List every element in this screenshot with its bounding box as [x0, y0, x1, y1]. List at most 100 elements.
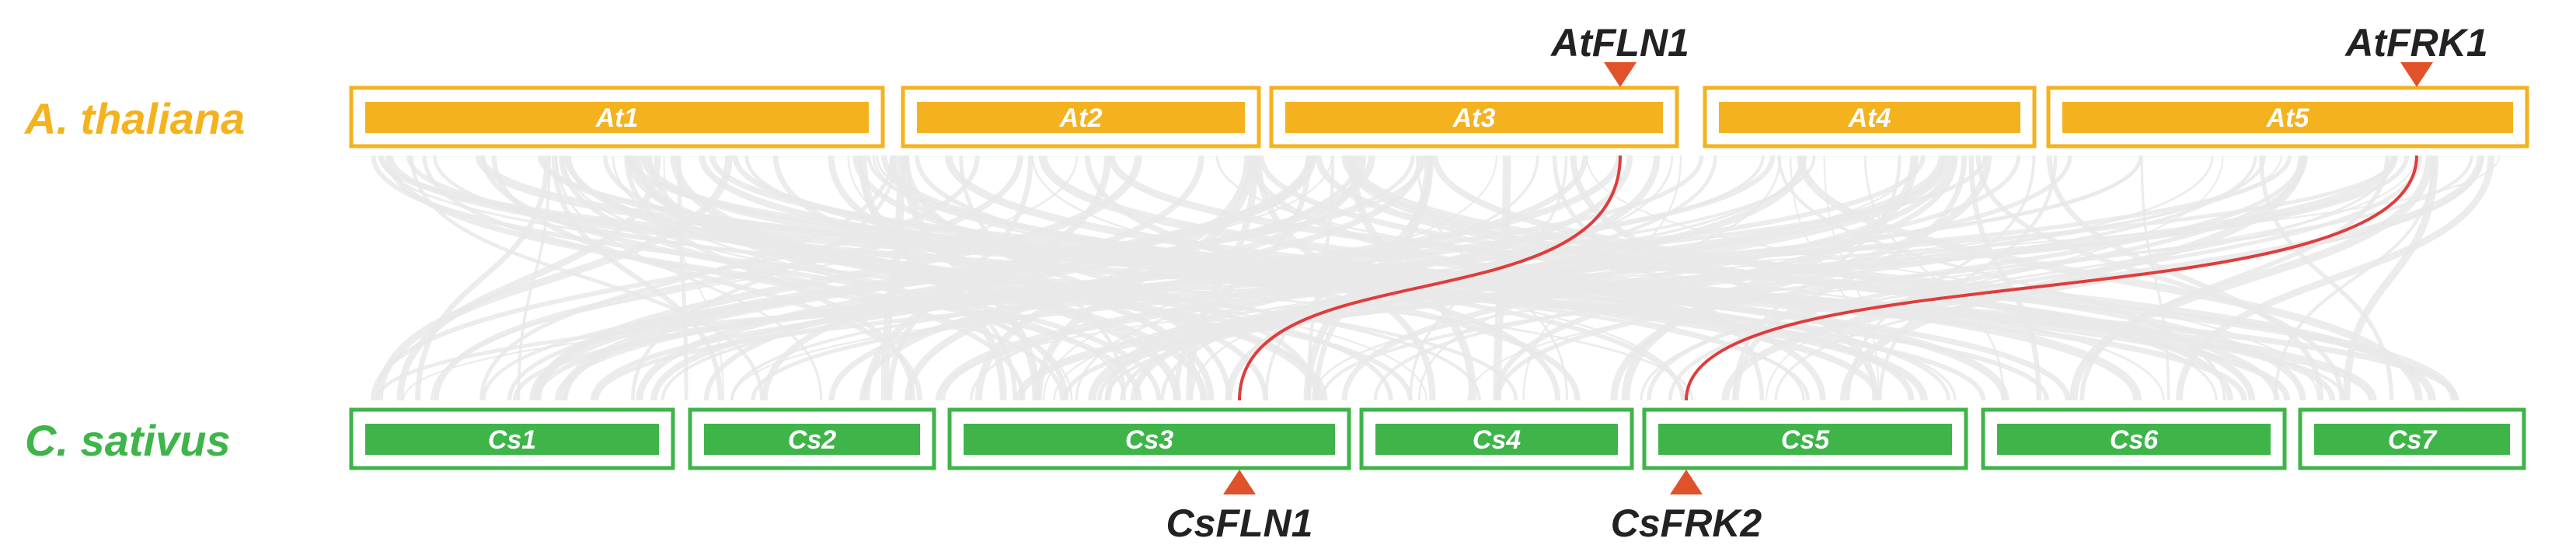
- background-link: [569, 155, 1427, 401]
- synteny-link-frk: [1685, 155, 2418, 401]
- background-link: [1264, 155, 1432, 401]
- background-link: [1968, 155, 2042, 401]
- chromosome-label: Cs2: [788, 425, 836, 455]
- synteny-link-fln1: [1238, 155, 1622, 401]
- chromosome-frame: [1981, 407, 2287, 470]
- chromosome-cs6: Cs6: [1981, 407, 2287, 470]
- gene-marker-csfrk2: [1670, 470, 1703, 494]
- chromosome-frame: [688, 407, 936, 470]
- chromosome-frame: [1359, 407, 1634, 470]
- chromosome-label: Cs3: [1125, 425, 1173, 455]
- chromosome-cs7: Cs7: [2298, 407, 2526, 470]
- chromosome-frame: [1703, 86, 2037, 148]
- background-link: [647, 155, 1068, 401]
- chromosome-frame: [2298, 407, 2526, 470]
- chromosome-frame: [947, 407, 1351, 470]
- chromosome-bar: [917, 102, 1245, 133]
- background-link: [1766, 155, 2224, 401]
- chromosome-cs5: Cs5: [1642, 407, 1968, 470]
- background-link: [624, 155, 915, 401]
- gene-marker-atfln1: [1604, 62, 1637, 87]
- chromosome-bar: [365, 424, 659, 455]
- chromosome-bar: [1375, 424, 1618, 455]
- background-link: [430, 155, 1079, 401]
- chromosome-bar: [704, 424, 920, 455]
- chromosome-frame: [1642, 407, 1968, 470]
- gene-label-csfrk2: CsFRK2: [1611, 501, 1762, 545]
- background-link: [2069, 155, 2434, 401]
- chromosome-label: At1: [595, 103, 639, 133]
- background-link: [1975, 155, 2344, 401]
- chromosome-cs1: Cs1: [349, 407, 675, 470]
- chromosome-bar: [365, 102, 869, 133]
- chromosome-label: Cs7: [2388, 425, 2438, 455]
- chromosome-bar: [2062, 102, 2513, 133]
- background-link: [900, 155, 1041, 401]
- gene-label-csfln1: CsFLN1: [1166, 501, 1313, 545]
- background-link: [1586, 155, 2320, 401]
- chromosome-at1: At1: [349, 86, 885, 148]
- background-link: [410, 155, 764, 401]
- chromosome-bar: [1285, 102, 1663, 133]
- background-link: [2176, 155, 2495, 401]
- chromosome-bar: [1997, 424, 2271, 455]
- background-link: [1352, 155, 2218, 401]
- chromosome-frame: [349, 86, 885, 148]
- gene-label-atfrk1: AtFRK1: [2344, 21, 2487, 65]
- background-link: [670, 155, 1182, 401]
- background-link: [744, 155, 1811, 401]
- background-link: [1015, 155, 2398, 401]
- background-link: [402, 155, 2501, 401]
- background-link: [558, 155, 1026, 401]
- chromosome-at3: At3: [1269, 86, 1679, 148]
- gene-marker-csfln1: [1223, 470, 1256, 494]
- gene-label-atfln1: AtFLN1: [1549, 21, 1689, 65]
- background-link: [904, 155, 1232, 401]
- species-label-a-thaliana: A. thaliana: [23, 94, 245, 143]
- species-label-c-sativus: C. sativus: [25, 416, 231, 465]
- chromosome-label: Cs5: [1781, 425, 1830, 455]
- background-link: [1493, 155, 1511, 401]
- background-link: [379, 155, 1694, 401]
- background-link: [880, 155, 905, 401]
- chromosome-label: At2: [1059, 103, 1103, 133]
- background-link: [375, 155, 2398, 401]
- chromosome-frame: [349, 407, 675, 470]
- background-link: [852, 155, 1581, 401]
- chromosome-label: At4: [1848, 103, 1891, 133]
- chromosome-label: At3: [1452, 103, 1496, 133]
- background-link: [1640, 155, 2395, 401]
- background-link: [415, 155, 550, 401]
- chromosome-at2: At2: [901, 86, 1261, 148]
- chromosome-bar: [964, 424, 1335, 455]
- background-link: [1790, 155, 1874, 401]
- background-link: [480, 155, 1162, 401]
- chromosome-bar: [1719, 102, 2020, 133]
- chromosome-frame: [901, 86, 1261, 148]
- background-synteny-links: [371, 155, 2501, 401]
- chromosome-cs4: Cs4: [1359, 407, 1634, 470]
- chromosome-bar: [2314, 424, 2510, 455]
- background-link: [1341, 155, 1955, 401]
- chromosome-cs3: Cs3: [947, 407, 1351, 470]
- chromosome-label: Cs4: [1473, 425, 1521, 455]
- chromosome-at5: At5: [2046, 86, 2529, 148]
- background-link: [905, 155, 1367, 401]
- background-link: [1823, 155, 1880, 401]
- background-link: [566, 155, 1328, 401]
- chromosome-label: At5: [2266, 103, 2310, 133]
- chromosome-frame: [2046, 86, 2529, 148]
- gene-marker-atfrk1: [2400, 62, 2433, 87]
- background-link: [1610, 155, 1992, 401]
- chromosome-label: Cs6: [2110, 425, 2159, 455]
- background-link: [1878, 155, 2058, 401]
- background-link: [1038, 155, 2142, 401]
- background-link: [375, 155, 733, 401]
- chromosome-frame: [1269, 86, 1679, 148]
- chromosome-cs2: Cs2: [688, 407, 936, 470]
- background-link: [2274, 155, 2436, 401]
- chromosome-bar: [1658, 424, 1952, 455]
- chromosome-at4: At4: [1703, 86, 2037, 148]
- chromosome-label: Cs1: [488, 425, 536, 455]
